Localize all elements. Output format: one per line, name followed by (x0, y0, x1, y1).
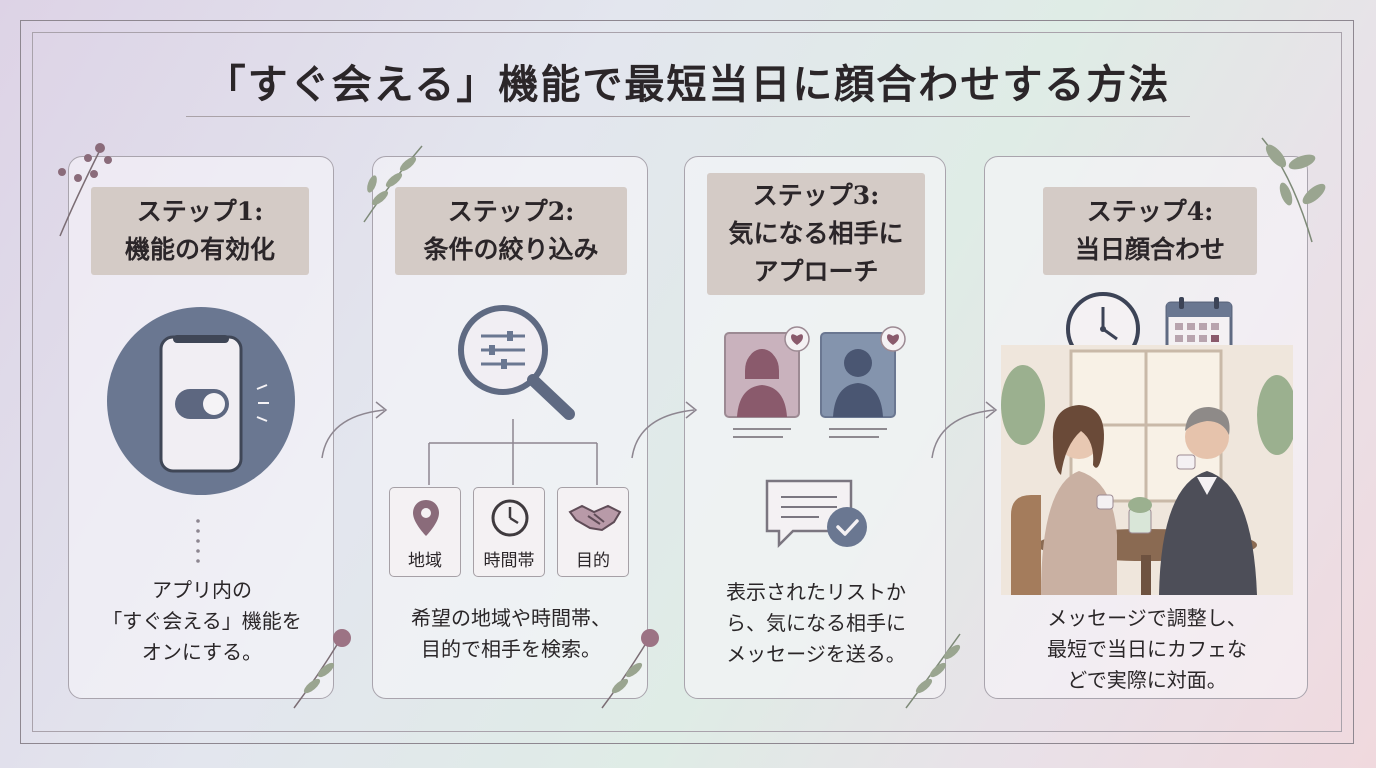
step-2-label-line2: 条件の絞り込み (423, 235, 599, 264)
filter-time-label: 時間帯 (483, 551, 535, 571)
flower-sprig-icon (58, 143, 112, 237)
arrow-step1-to-step2 (321, 401, 388, 459)
filter-tree-lines (428, 419, 598, 485)
step-4-label: ステップ4: 当日顔合わせ (1043, 187, 1257, 275)
step-4-description: メッセージで調整し、 最短で当日にカフェな どで実際に対面。 (985, 603, 1309, 696)
step-card-3: ステップ3: 気になる相手に アプローチ 表示されたリストか ら、気になる相手に… (684, 156, 946, 699)
page-title: 「すぐ会える」機能で最短当日に顔合わせする方法 (205, 61, 1171, 108)
step-3-desc-line3: メッセージを送る。 (726, 642, 906, 666)
outer-frame (20, 20, 1354, 744)
step-3-label: ステップ3: 気になる相手に アプローチ (707, 173, 925, 295)
phone-toggle-icon (107, 307, 295, 495)
step-1-desc-line3: オンにする。 (141, 640, 263, 664)
cafe-meeting-illustration (1001, 345, 1293, 595)
leaf-sprig-icon (1261, 137, 1326, 243)
filter-purpose-label: 目的 (576, 551, 610, 571)
leaf-sprig-icon (905, 633, 961, 709)
filter-area-label: 地域 (408, 551, 442, 571)
clock-icon (491, 499, 529, 537)
arrow-step2-to-step3 (631, 401, 698, 459)
step-4-desc-line2: 最短で当日にカフェな (1047, 637, 1247, 661)
step-1-desc-line2: 「すぐ会える」機能を (102, 609, 302, 633)
step-4-desc-line1: メッセージで調整し、 (1047, 606, 1247, 630)
leaf-sprig-icon (363, 145, 423, 223)
step-1-description: アプリ内の 「すぐ会える」機能を オンにする。 (69, 575, 335, 668)
step-4-label-line1: ステップ4: (1086, 197, 1214, 226)
flower-sprig-icon (601, 629, 659, 709)
step-card-4: ステップ4: 当日顔合わせ (984, 156, 1308, 699)
step-4-label-line2: 当日顔合わせ (1074, 235, 1225, 264)
location-pin-icon (413, 500, 439, 536)
step-1-label-line1: ステップ1: (136, 197, 264, 226)
step-3-label-line1: ステップ3: (752, 181, 880, 210)
title-divider (186, 116, 1190, 117)
filter-time[interactable]: 時間帯 (473, 487, 545, 577)
step-3-label-line2: 気になる相手に (728, 219, 904, 248)
step-2-desc-line1: 希望の地域や時間帯、 (411, 606, 611, 630)
filter-purpose[interactable]: 目的 (557, 487, 629, 577)
magnifier-filter-icon (458, 305, 575, 420)
step-3-desc-line2: ら、気になる相手に (726, 611, 906, 635)
message-check-icon (765, 479, 867, 549)
handshake-icon (568, 504, 622, 532)
inner-frame (32, 32, 1342, 732)
step-2-description: 希望の地域や時間帯、 目的で相手を検索。 (373, 603, 649, 665)
step-2-label-line1: ステップ2: (447, 197, 575, 226)
dotted-connector (196, 519, 200, 563)
profile-cards-icon (724, 326, 906, 438)
step-4-desc-line3: どで実際に対面。 (1067, 668, 1227, 692)
step-2-desc-line2: 目的で相手を検索。 (421, 637, 601, 661)
step-1-label: ステップ1: 機能の有効化 (91, 187, 309, 275)
step-1-label-line2: 機能の有効化 (124, 235, 275, 264)
flower-sprig-icon (293, 629, 351, 709)
step-3-desc-line1: 表示されたリストか (726, 580, 906, 604)
step-1-desc-line1: アプリ内の (152, 578, 252, 602)
step-card-2: ステップ2: 条件の絞り込み 地域 時間帯 (372, 156, 648, 699)
arrow-step3-to-step4 (931, 401, 998, 459)
step-3-label-line3: アプローチ (753, 257, 879, 286)
step-3-description: 表示されたリストか ら、気になる相手に メッセージを送る。 (685, 577, 947, 670)
step-card-1: ステップ1: 機能の有効化 アプリ内の 「すぐ会える」機能を オンにする。 (68, 156, 334, 699)
filter-area[interactable]: 地域 (389, 487, 461, 577)
step-2-label: ステップ2: 条件の絞り込み (395, 187, 627, 275)
